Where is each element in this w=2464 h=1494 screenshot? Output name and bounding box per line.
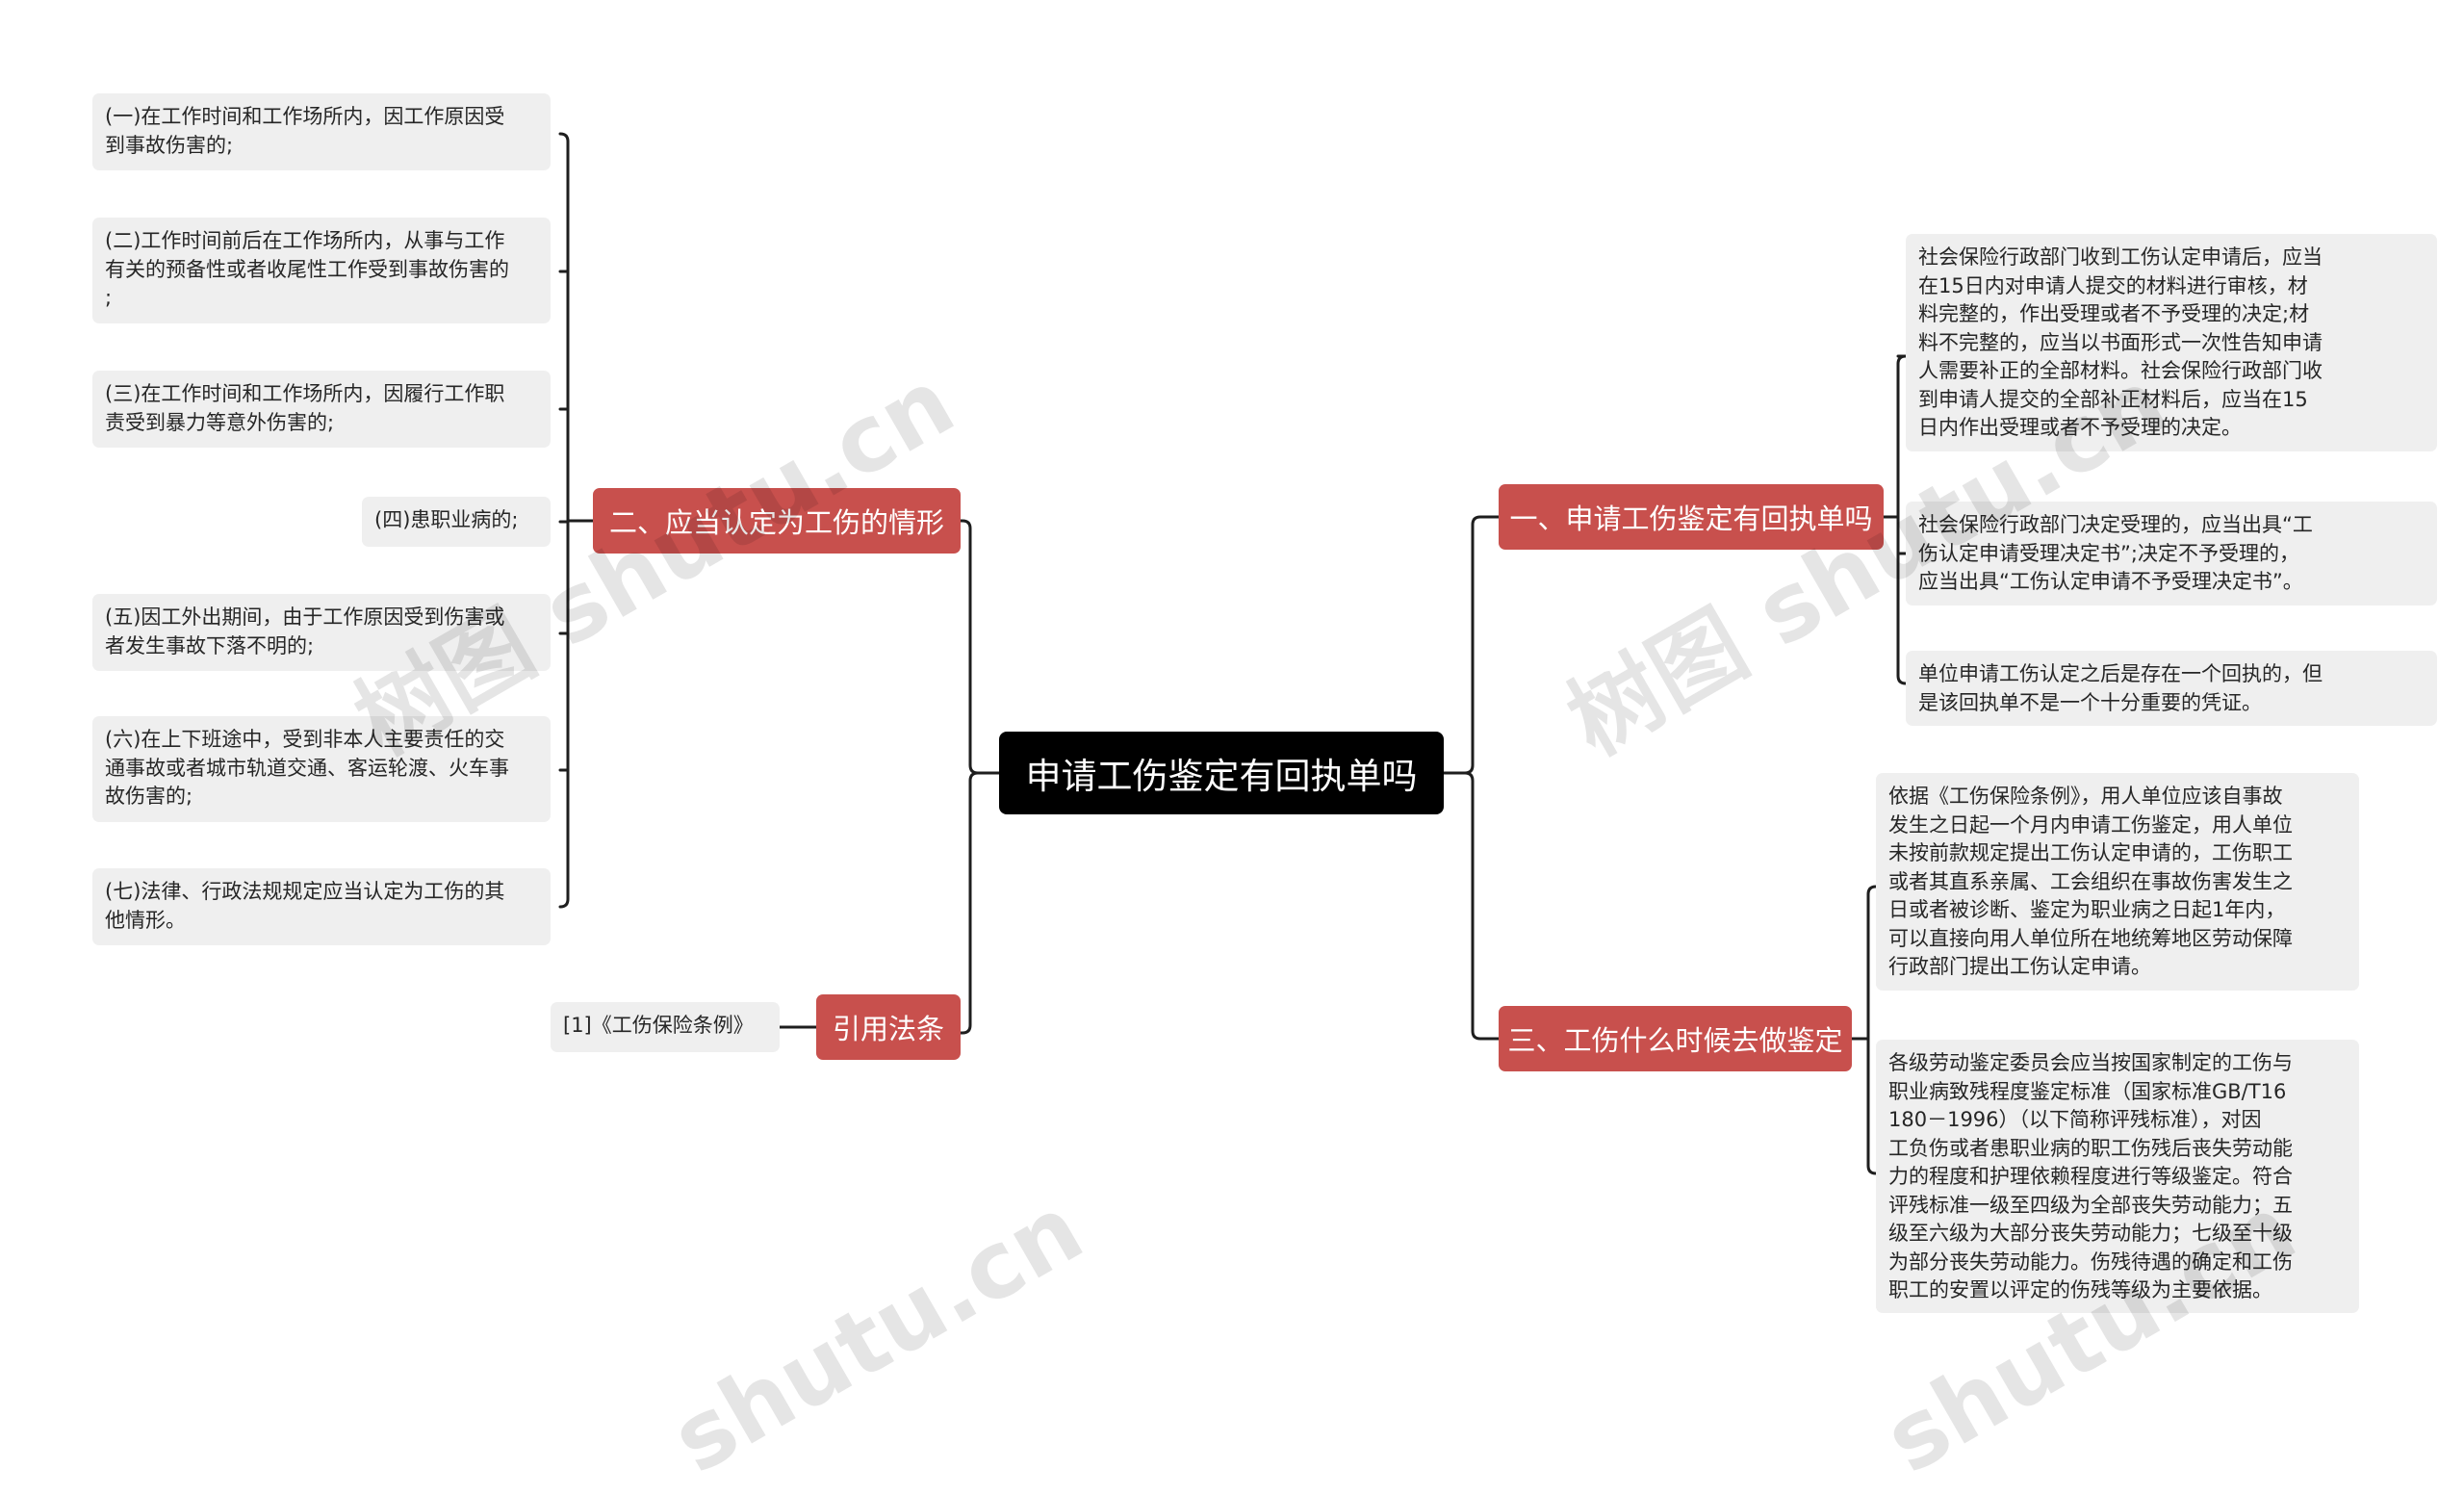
leaf-line: 单位申请工伤认定之后是存在一个回执的，但 [1918, 662, 2323, 685]
leaf-b3-1[interactable]: 依据《工伤保险条例》，用人单位应该自事故 发生之日起一个月内申请工伤鉴定，用人单… [1876, 773, 2359, 991]
leaf-line: (二)工作时间前后在工作场所内，从事与工作 [105, 229, 505, 252]
leaf-line: 职工的安置以评定的伤残等级为主要依据。 [1888, 1278, 2272, 1301]
leaf-line: 到事故伤害的; [105, 133, 234, 157]
leaf-line: 发生之日起一个月内申请工伤鉴定，用人单位 [1888, 812, 2293, 837]
root-node[interactable]: 申请工伤鉴定有回执单吗 [999, 732, 1444, 814]
leaf-b2-2[interactable]: (二)工作时间前后在工作场所内，从事与工作 有关的预备性或者收尾性工作受到事故伤… [92, 218, 551, 323]
leaf-line: 可以直接向用人单位所在地统筹地区劳动保障 [1888, 926, 2293, 950]
leaf-line: 伤认定申请受理决定书”;决定不予受理的， [1918, 541, 2299, 565]
leaf-line: 未按前款规定提出工伤认定申请的，工伤职工 [1888, 841, 2293, 864]
root-title: 申请工伤鉴定有回执单吗 [1025, 756, 1418, 797]
leaf-b2-1[interactable]: (一)在工作时间和工作场所内，因工作原因受 到事故伤害的; [92, 93, 551, 170]
leaf-b2-3[interactable]: (三)在工作时间和工作场所内，因履行工作职 责受到暴力等意外伤害的; [92, 371, 551, 448]
connector-root-b2 [959, 519, 1001, 775]
leaf-line: 通事故或者城市轨道交通、客运轮渡、火车事 [105, 756, 509, 780]
leaf-line: 在15日内对申请人提交的材料进行审核，材 [1918, 273, 2308, 297]
leaf-line: 到申请人提交的全部补正材料后，应当在15 [1918, 387, 2308, 411]
leaf-line: (一)在工作时间和工作场所内，因工作原因受 [105, 105, 505, 128]
leaf-line: 社会保险行政部门收到工伤认定申请后，应当 [1918, 245, 2323, 269]
leaf-line: 料不完整的，应当以书面形式一次性告知申请 [1918, 330, 2323, 354]
leaf-line: 人需要补正的全部材料。社会保险行政部门收 [1918, 359, 2323, 382]
branch-node-1[interactable]: 一、申请工伤鉴定有回执单吗 [1499, 484, 1884, 550]
leaf-line: 者发生事故下落不明的; [105, 633, 315, 657]
leaf-line: 是该回执单不是一个十分重要的凭证。 [1918, 690, 2262, 714]
leaf-b2-5[interactable]: (五)因工外出期间，由于工作原因受到伤害或 者发生事故下落不明的; [92, 594, 551, 671]
branch-2-label: 二、应当认定为工伤的情形 [608, 506, 944, 539]
leaf-line: 或者其直系亲属、工会组织在事故伤害发生之 [1888, 869, 2293, 893]
branch-node-4[interactable]: 引用法条 [816, 994, 961, 1060]
leaf-line: (六)在上下班途中，受到非本人主要责任的交 [105, 728, 505, 751]
leaf-line: 级至六级为大部分丧失劳动能力；七级至十级 [1888, 1222, 2293, 1245]
leaf-b1-3[interactable]: 单位申请工伤认定之后是存在一个回执的，但 是该回执单不是一个十分重要的凭证。 [1906, 651, 2437, 726]
leaf-line: 各级劳动鉴定委员会应当按国家制定的工伤与 [1888, 1051, 2293, 1074]
connector-b3-leaves [1850, 885, 1878, 1175]
leaf-b2-6[interactable]: (六)在上下班途中，受到非本人主要责任的交 通事故或者城市轨道交通、客运轮渡、火… [92, 716, 551, 822]
leaf-line: 评残标准一级至四级为全部丧失劳动能力；五 [1888, 1193, 2293, 1217]
leaf-b1-2[interactable]: 社会保险行政部门决定受理的，应当出具“工 伤认定申请受理决定书”;决定不予受理的… [1906, 502, 2437, 605]
leaf-b4-1[interactable]: [1]《工伤保险条例》 [551, 1002, 780, 1052]
leaf-line: 料完整的，作出受理或者不予受理的决定;材 [1918, 302, 2310, 325]
connector-b1-leaves [1882, 354, 1908, 685]
branch-3-label: 三、工伤什么时候去做鉴定 [1507, 1024, 1843, 1057]
leaf-line: 职业病致残程度鉴定标准（国家标准GB/T16 [1888, 1079, 2287, 1103]
connector-b2-leaves [558, 132, 595, 909]
leaf-line: 社会保险行政部门决定受理的，应当出具“工 [1918, 513, 2313, 536]
connector-lines [558, 132, 1908, 1175]
leaf-line: 责受到暴力等意外伤害的; [105, 410, 335, 434]
leaf-line: [1]《工伤保险条例》 [563, 1014, 754, 1037]
leaf-line: (三)在工作时间和工作场所内，因履行工作职 [105, 382, 505, 405]
leaf-b2-4[interactable]: (四)患职业病的; [362, 497, 551, 547]
connector-root-b1 [1442, 515, 1501, 775]
leaf-line: 有关的预备性或者收尾性工作受到事故伤害的 [105, 257, 509, 281]
leaf-line: 故伤害的; [105, 785, 193, 808]
leaf-line: 应当出具“工伤认定申请不予受理决定书”。 [1918, 570, 2303, 593]
leaf-b3-2[interactable]: 各级劳动鉴定委员会应当按国家制定的工伤与 职业病致残程度鉴定标准（国家标准GB/… [1876, 1040, 2359, 1313]
leaf-line: 工负伤或者患职业病的职工伤残后丧失劳动能 [1888, 1136, 2293, 1160]
leaf-line: 180－1996）（以下简称评残标准），对因 [1888, 1108, 2262, 1131]
connector-root-b3 [1442, 771, 1501, 1041]
leaf-b2-7[interactable]: (七)法律、行政法规规定应当认定为工伤的其 他情形。 [92, 868, 551, 945]
leaf-line: 行政部门提出工伤认定申请。 [1888, 955, 2151, 978]
branch-node-3[interactable]: 三、工伤什么时候去做鉴定 [1499, 1006, 1852, 1071]
leaf-line: 为部分丧失劳动能力。伤残待遇的确定和工伤 [1888, 1249, 2293, 1274]
leaf-line: ; [105, 286, 113, 309]
leaf-line: (七)法律、行政法规规定应当认定为工伤的其 [105, 880, 505, 903]
leaf-b1-1[interactable]: 社会保险行政部门收到工伤认定申请后，应当 在15日内对申请人提交的材料进行审核，… [1906, 234, 2437, 451]
mindmap-canvas: 申请工伤鉴定有回执单吗 一、申请工伤鉴定有回执单吗 社会保险行政部门收到工伤认定… [92, 93, 2437, 1494]
leaf-line: 日或者被诊断、鉴定为职业病之日起1年内， [1888, 898, 2286, 921]
leaf-line: 依据《工伤保险条例》，用人单位应该自事故 [1888, 785, 2283, 808]
leaf-line: (五)因工外出期间，由于工作原因受到伤害或 [105, 605, 505, 629]
leaf-line: (四)患职业病的; [374, 508, 519, 531]
leaf-line: 日内作出受理或者不予受理的决定。 [1918, 416, 2242, 439]
connector-root-b4 [959, 771, 1001, 1035]
leaf-line: 他情形。 [105, 908, 186, 932]
branch-4-label: 引用法条 [832, 1013, 944, 1045]
branch-node-2[interactable]: 二、应当认定为工伤的情形 [593, 488, 961, 554]
branch-1-label: 一、申请工伤鉴定有回执单吗 [1509, 502, 1873, 535]
leaf-line: 力的程度和护理依赖程度进行等级鉴定。符合 [1888, 1165, 2293, 1188]
